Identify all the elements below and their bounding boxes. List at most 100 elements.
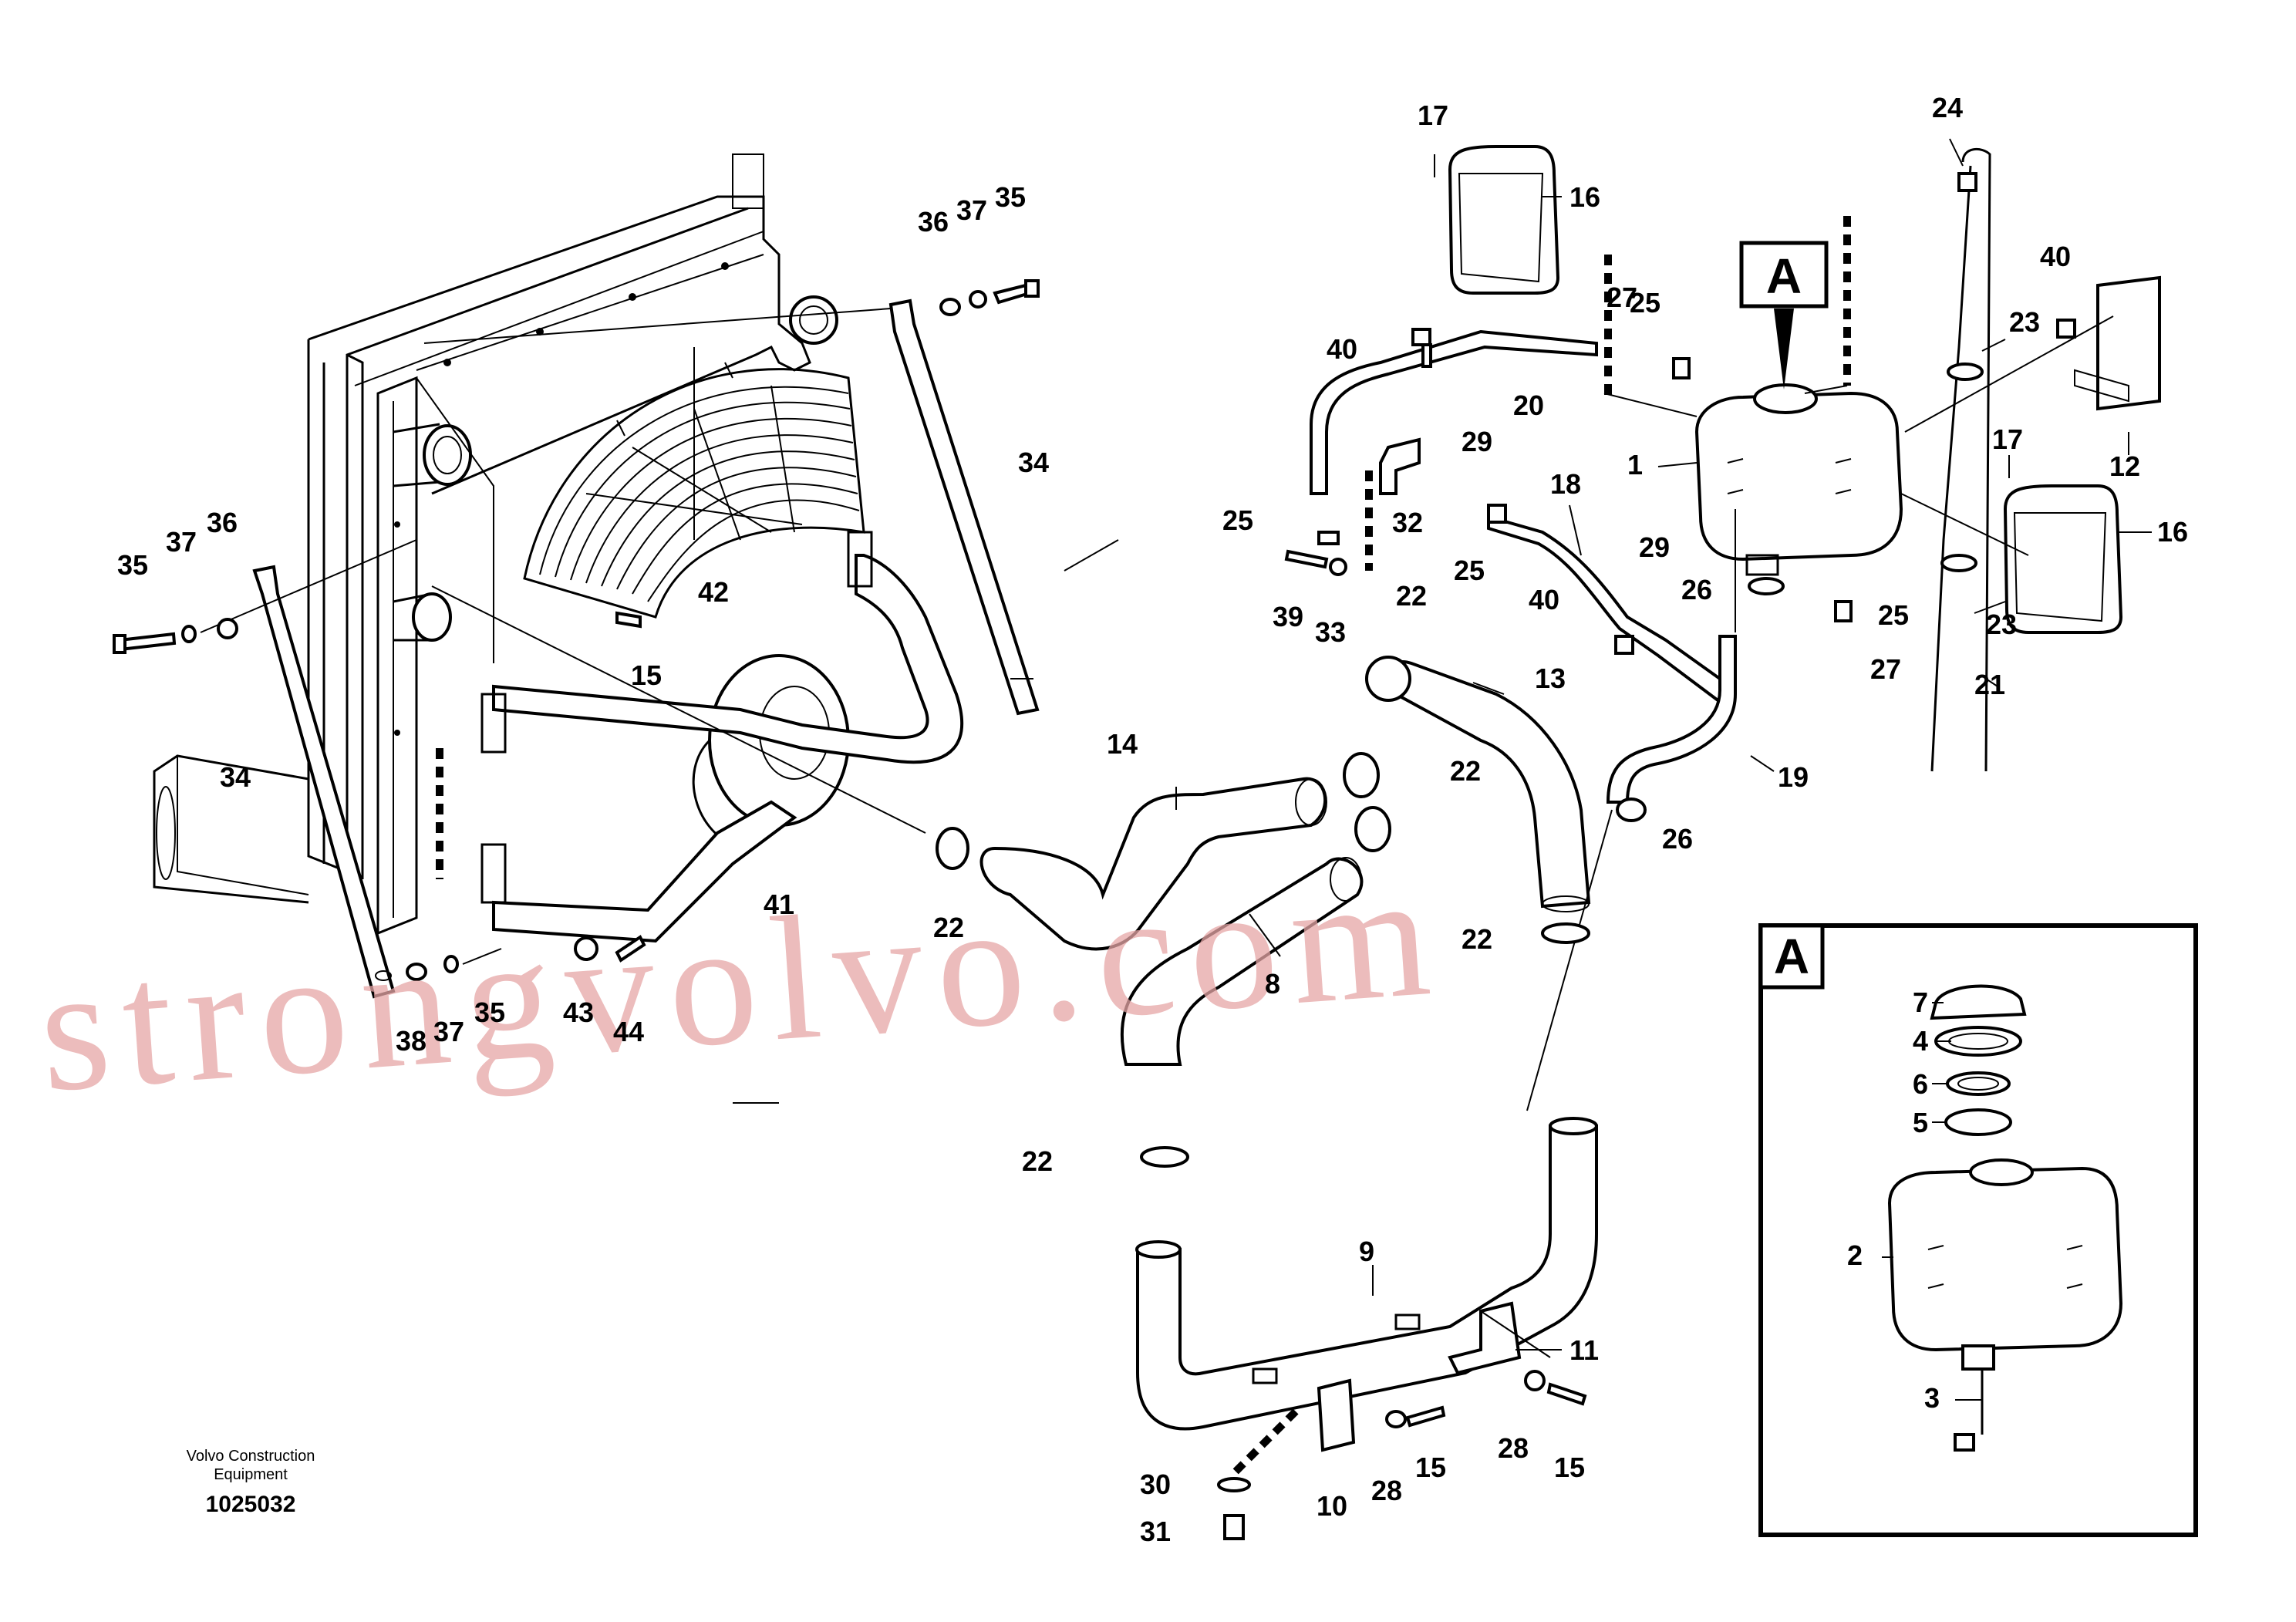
callout-25c: 25 <box>1454 555 1485 586</box>
callout-33: 33 <box>1315 616 1346 648</box>
publisher-line-1: Volvo Construction <box>187 1448 315 1465</box>
callout-22e: 22 <box>1022 1145 1053 1177</box>
callout-27a: 27 <box>1607 282 1637 313</box>
bracket-16-right <box>2003 484 2123 634</box>
publisher-line-2: Equipment <box>214 1466 288 1483</box>
callout-34a: 34 <box>1018 447 1049 478</box>
rod-21 <box>1930 147 1991 772</box>
callout-13: 13 <box>1535 663 1566 694</box>
callout-37b: 37 <box>166 526 197 558</box>
callout-26b: 26 <box>1662 823 1693 855</box>
callout-numbers: 1 2 3 4 5 6 7 8 9 10 11 12 13 14 15 15 1… <box>117 92 2188 1547</box>
plate-32 <box>1379 437 1421 495</box>
callout-24: 24 <box>1932 92 1963 123</box>
callout-27b: 27 <box>1870 653 1901 685</box>
callout-40b: 40 <box>1529 584 1559 615</box>
callout-3: 3 <box>1924 1382 1940 1414</box>
callout-6: 6 <box>1913 1068 1928 1100</box>
callout-22a: 22 <box>1396 580 1427 612</box>
document-number: 1025032 <box>206 1492 296 1517</box>
fasteners <box>113 279 2076 1540</box>
hose-18 <box>1487 514 1721 705</box>
callout-35b: 35 <box>117 549 148 581</box>
leader-lines <box>733 138 2152 1401</box>
callout-32: 32 <box>1392 507 1423 538</box>
watermark: strongvolvo.com <box>33 835 1449 1129</box>
detail-marker-label: A <box>1766 248 1802 304</box>
callout-20: 20 <box>1513 389 1544 421</box>
stay-34-right <box>888 298 1040 716</box>
callout-36a: 36 <box>918 206 949 238</box>
callout-22b: 22 <box>1450 755 1481 787</box>
callout-16b: 16 <box>2157 516 2188 548</box>
stay-34-left <box>252 565 396 999</box>
callout-41: 41 <box>764 889 794 920</box>
callout-38: 38 <box>396 1025 426 1057</box>
callout-7: 7 <box>1913 986 1928 1018</box>
callout-37a: 37 <box>956 194 987 226</box>
detail-marker: A <box>1739 241 1829 389</box>
callout-40a: 40 <box>1327 333 1357 365</box>
callout-15b: 15 <box>1415 1452 1446 1483</box>
callout-25d: 25 <box>1878 599 1909 631</box>
clamps <box>936 172 1984 1168</box>
callout-36b: 36 <box>207 507 238 538</box>
callout-19: 19 <box>1778 761 1809 793</box>
radiator-assembly <box>153 153 838 936</box>
callout-2: 2 <box>1847 1239 1863 1271</box>
bracket-11 <box>1448 1301 1522 1375</box>
callout-22c: 22 <box>933 912 964 943</box>
callout-35a: 35 <box>995 181 1026 213</box>
callout-25a: 25 <box>1630 287 1660 319</box>
callout-26a: 26 <box>1681 574 1712 605</box>
callout-42: 42 <box>698 576 729 608</box>
bracket-10 <box>1317 1378 1356 1452</box>
callout-11: 11 <box>1569 1334 1599 1366</box>
callout-14: 14 <box>1107 728 1138 760</box>
fan-guard <box>523 362 865 619</box>
hose-8 <box>1120 857 1364 1066</box>
hose-20 <box>1310 329 1598 495</box>
bracket-16-top <box>1448 145 1560 295</box>
callout-28b: 28 <box>1498 1432 1529 1464</box>
steel-pipe-assembly <box>480 531 963 943</box>
callout-28a: 28 <box>1371 1475 1402 1506</box>
callout-40c: 40 <box>2040 241 2071 272</box>
callout-34b: 34 <box>220 761 251 793</box>
callout-37c: 37 <box>433 1016 464 1047</box>
callout-4: 4 <box>1913 1025 1928 1057</box>
detail-box-a: A <box>1758 923 2198 1537</box>
callout-23a: 23 <box>2009 306 2040 338</box>
bracket-12 <box>2096 275 2161 411</box>
callout-39: 39 <box>1273 601 1303 632</box>
callout-18: 18 <box>1550 468 1581 500</box>
callout-17a: 17 <box>1418 99 1448 131</box>
reference-lines <box>200 216 2114 1476</box>
callout-29b: 29 <box>1639 531 1670 563</box>
callout-35c: 35 <box>474 996 505 1028</box>
callout-16a: 16 <box>1569 181 1600 213</box>
expansion-tank <box>1694 383 1903 576</box>
callout-8: 8 <box>1265 968 1280 1000</box>
callout-9: 9 <box>1359 1236 1374 1267</box>
callout-22d: 22 <box>1462 923 1492 955</box>
callout-30: 30 <box>1140 1469 1171 1500</box>
callout-44: 44 <box>613 1016 644 1047</box>
publisher-block: Volvo Construction Equipment 1025032 <box>187 1448 315 1517</box>
hose-19 <box>1606 635 1737 804</box>
callout-12: 12 <box>2109 450 2140 482</box>
callout-15a: 15 <box>631 659 662 691</box>
callout-31: 31 <box>1140 1516 1171 1547</box>
callout-1: 1 <box>1627 449 1643 481</box>
callout-15c: 15 <box>1554 1452 1585 1483</box>
callout-5: 5 <box>1913 1107 1928 1138</box>
callout-29a: 29 <box>1462 426 1492 457</box>
callout-10: 10 <box>1317 1490 1347 1522</box>
callout-25b: 25 <box>1222 504 1253 536</box>
detail-box-label: A <box>1774 929 1809 984</box>
callout-23b: 23 <box>1986 609 2017 640</box>
callout-17b: 17 <box>1992 423 2023 455</box>
hose-14 <box>979 777 1327 951</box>
callout-43: 43 <box>563 996 594 1028</box>
